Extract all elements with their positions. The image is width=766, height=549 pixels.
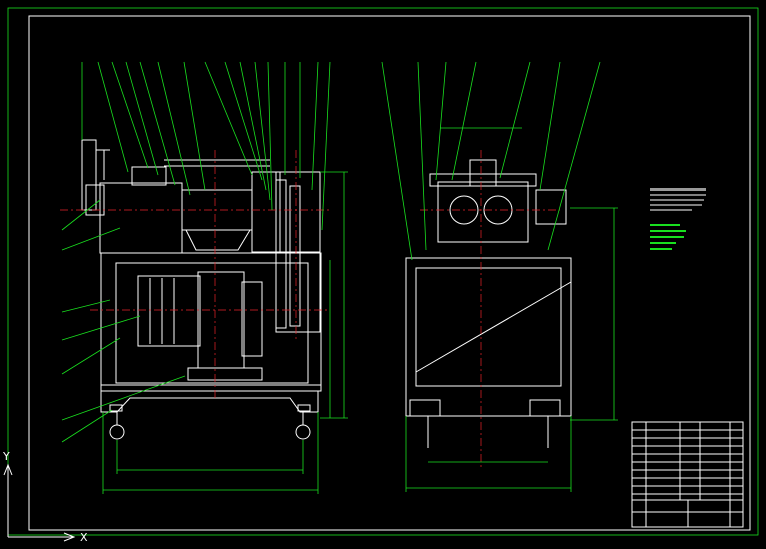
ucs-x-label: X xyxy=(80,531,88,544)
sheet-border xyxy=(7,7,759,536)
ucs-y-label: Y xyxy=(2,450,10,463)
technical-notes xyxy=(650,188,706,250)
front-view xyxy=(60,139,348,494)
front-view-leaders xyxy=(61,61,331,443)
side-view xyxy=(405,127,618,492)
title-block xyxy=(631,421,744,528)
ucs-icon: X Y xyxy=(2,450,88,544)
side-view-leaders xyxy=(381,61,601,261)
